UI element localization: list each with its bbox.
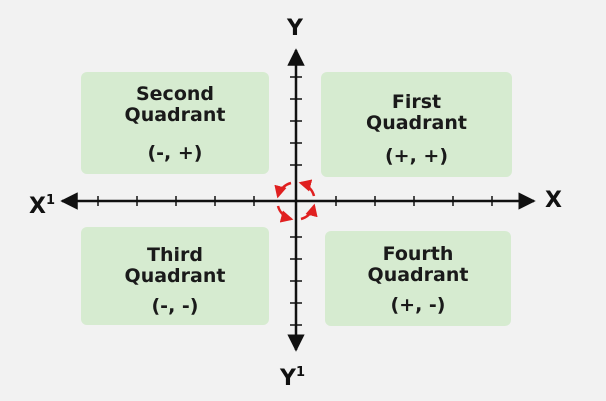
x-axis-ticks (97, 196, 493, 206)
y-axis-label-negative: Y1 (280, 365, 305, 391)
x-axis-label-negative: X1 (29, 193, 56, 219)
y-axis-label-positive: Y (287, 16, 303, 41)
second-quadrant-sign: (-, +) (147, 142, 203, 164)
y-axis-ticks (290, 76, 302, 326)
rotation-arrows (274, 179, 318, 223)
third-quadrant-sign: (-, -) (151, 295, 199, 317)
first-quadrant-sign: (+, +) (384, 145, 449, 167)
fourth-quadrant-sign: (+, -) (390, 294, 446, 316)
x-axis-label-positive: X (545, 188, 562, 213)
